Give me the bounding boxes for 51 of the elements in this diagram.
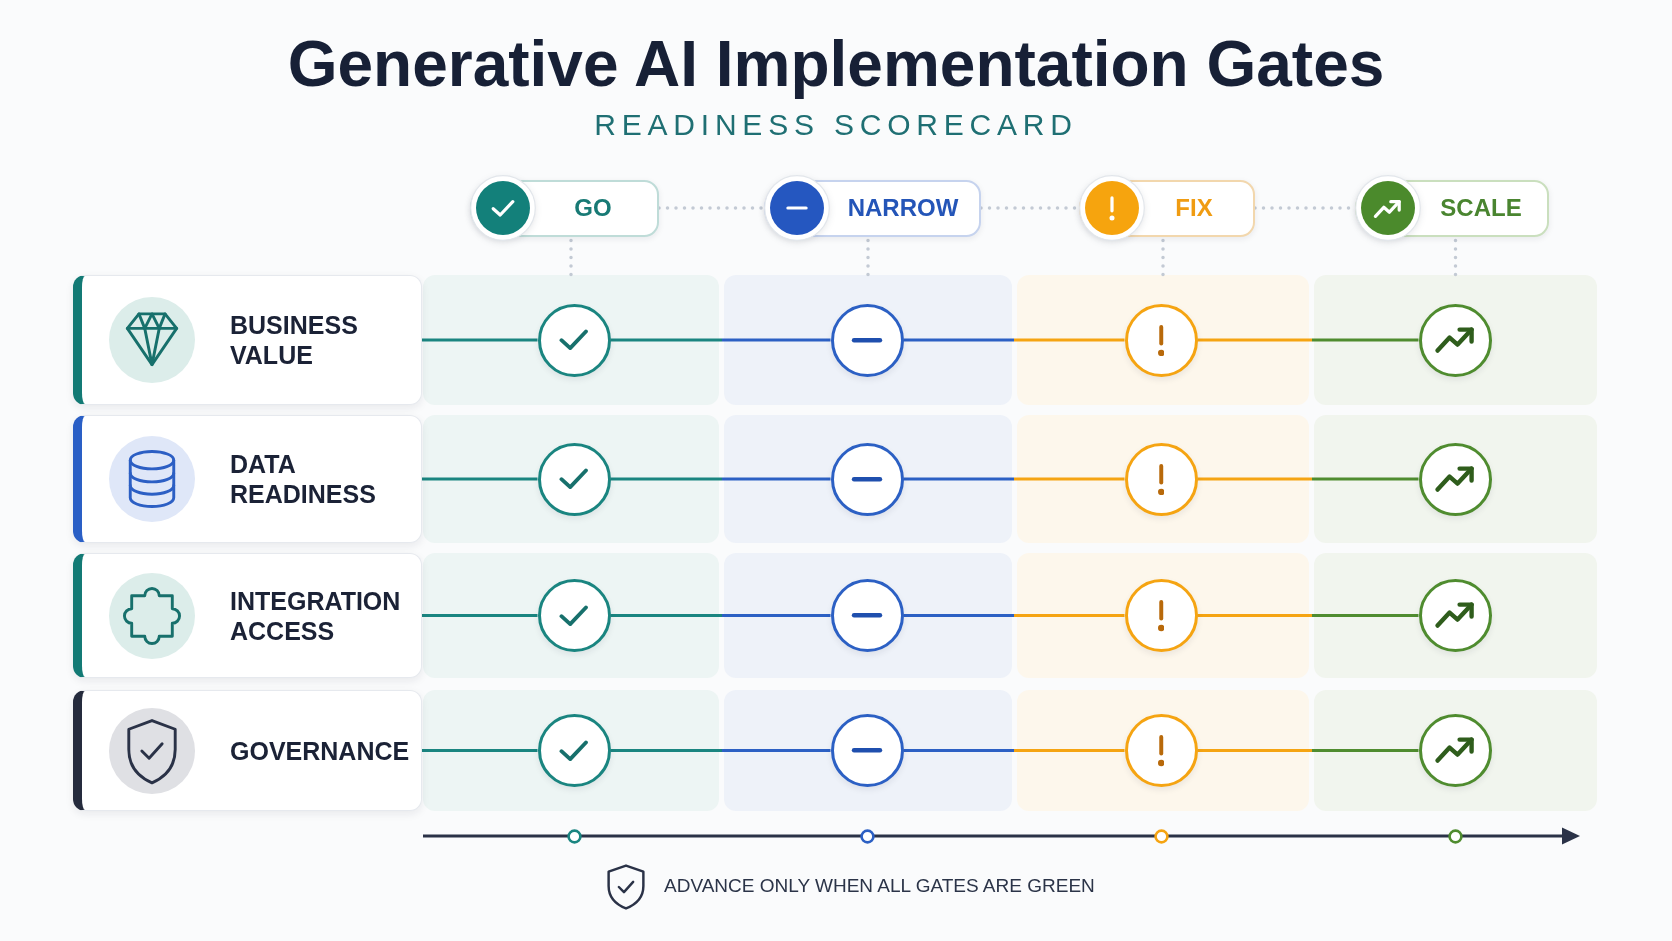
status-panel bbox=[1017, 275, 1309, 405]
status-panel bbox=[1017, 415, 1309, 543]
gate-label: FIX bbox=[1175, 194, 1213, 222]
connector-line bbox=[903, 477, 1125, 481]
dotted-connector bbox=[1161, 238, 1165, 277]
criterion-card bbox=[73, 275, 422, 405]
connector-line bbox=[422, 338, 538, 342]
criterion-card bbox=[73, 690, 422, 811]
connector-line bbox=[422, 614, 538, 617]
status-panel bbox=[724, 690, 1012, 811]
connector-line bbox=[903, 614, 1125, 617]
status-panel bbox=[724, 553, 1012, 678]
connector-line bbox=[422, 749, 538, 752]
gate-label: NARROW bbox=[847, 194, 959, 222]
status-panel bbox=[724, 415, 1012, 543]
connector-line bbox=[610, 338, 831, 342]
connector-line bbox=[903, 749, 1125, 752]
criterion-card bbox=[73, 415, 422, 543]
connector-line bbox=[1197, 614, 1419, 617]
status-panel bbox=[1017, 690, 1309, 811]
connector-line bbox=[1197, 338, 1419, 342]
status-panel bbox=[423, 415, 719, 543]
criterion-label: INTEGRATION ACCESS bbox=[230, 585, 402, 646]
connector-line bbox=[903, 338, 1125, 342]
connector-line bbox=[610, 749, 831, 752]
dotted-connector bbox=[569, 238, 573, 277]
connector-line bbox=[1197, 749, 1419, 752]
status-panel bbox=[724, 275, 1012, 405]
note-text: ADVANCE ONLY WHEN ALL GATES ARE GREEN bbox=[664, 875, 1095, 897]
status-panel bbox=[1314, 415, 1597, 543]
dotted-connector bbox=[866, 238, 870, 277]
connector-line bbox=[1197, 477, 1419, 481]
status-panel bbox=[423, 553, 719, 678]
connector-line bbox=[610, 477, 831, 481]
criterion-label: DATA READINESS bbox=[230, 449, 377, 509]
status-panel bbox=[1017, 553, 1309, 678]
criterion-label: BUSINESS VALUE bbox=[230, 310, 359, 370]
connector-line bbox=[610, 614, 831, 617]
criterion-card bbox=[73, 553, 422, 678]
dotted-connector bbox=[657, 206, 766, 210]
status-panel bbox=[1314, 690, 1597, 811]
gate-label: SCALE bbox=[1440, 194, 1522, 222]
gate-label: GO bbox=[574, 194, 612, 222]
dotted-connector bbox=[1453, 238, 1458, 277]
connector-line bbox=[422, 477, 538, 481]
subtitle: READINESS SCORECARD bbox=[594, 110, 1078, 140]
status-panel bbox=[1314, 553, 1597, 678]
status-panel bbox=[1314, 275, 1597, 405]
criterion-label: GOVERNANCE bbox=[230, 735, 411, 766]
status-panel bbox=[423, 275, 719, 405]
status-panel bbox=[423, 690, 719, 811]
